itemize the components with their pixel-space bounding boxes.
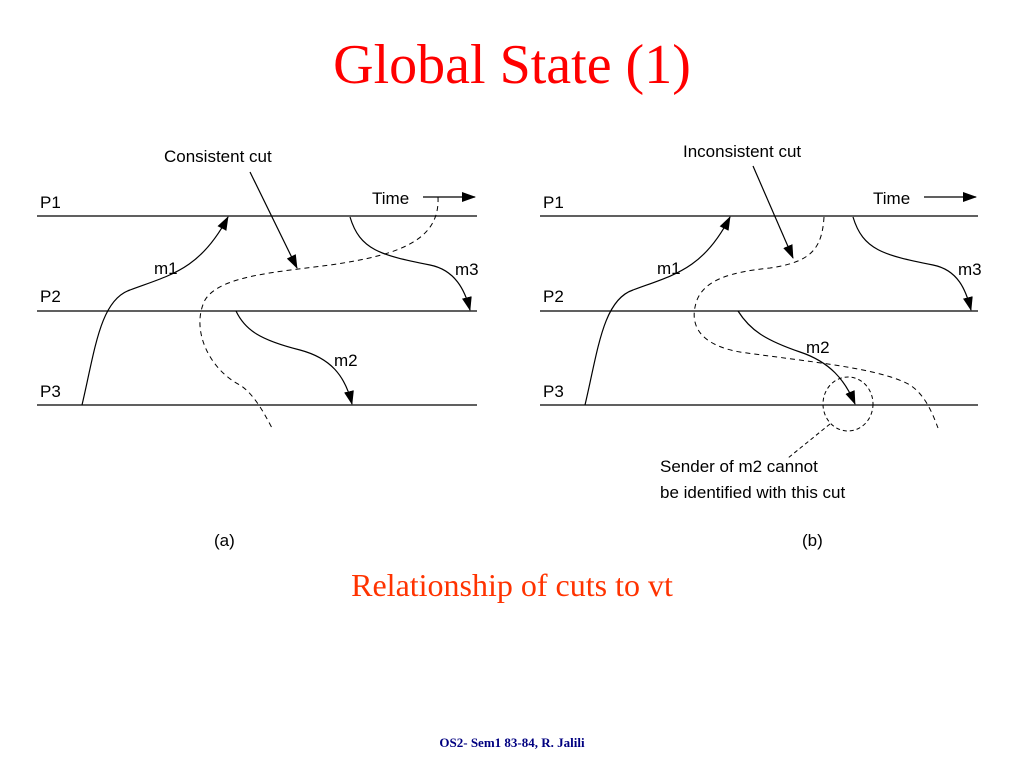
process-label-p3: P3 [543,382,564,401]
slide-title: Global State (1) [333,34,691,96]
process-label-p1: P1 [40,193,61,212]
message-label-m1: m1 [657,259,681,278]
cut-label: Consistent cut [164,147,272,166]
highlight-circle [822,376,874,432]
message-label-m3: m3 [958,260,982,279]
process-label-p2: P2 [40,287,61,306]
message-label-m2: m2 [806,338,830,357]
cut-pointer-arrow [249,171,298,269]
slide-caption: Relationship of cuts to vt [351,567,673,603]
message-label-m1: m1 [154,259,178,278]
panel-label-a: (a) [214,531,235,550]
time-label: Time [372,189,409,208]
cut-pointer-arrow [752,165,794,259]
message-m3-arrow [349,216,472,311]
message-m2-arrow [235,310,354,405]
message-m1-arrow [81,216,229,406]
diagram-a: P1 P2 P3 Time m1 m2 m3 Consistent cut (a… [37,147,479,550]
time-label: Time [873,189,910,208]
message-m1-arrow [584,216,731,406]
message-m2-arrow [737,310,856,405]
slide-footer: OS2- Sem1 83-84, R. Jalili [439,735,585,750]
message-label-m2: m2 [334,351,358,370]
process-label-p3: P3 [40,382,61,401]
diagram-b: P1 P2 P3 Time m1 m2 m3 Inconsistent cut … [540,142,982,550]
note-line-1: Sender of m2 cannot [660,457,818,476]
message-m3-arrow [852,216,973,311]
message-label-m3: m3 [455,260,479,279]
process-label-p1: P1 [543,193,564,212]
process-label-p2: P2 [543,287,564,306]
panel-label-b: (b) [802,531,823,550]
cut-label: Inconsistent cut [683,142,801,161]
note-leader-line [787,423,831,459]
consistent-cut-line [199,196,439,429]
note-line-2: be identified with this cut [660,483,845,502]
inconsistent-cut-line [693,216,939,429]
